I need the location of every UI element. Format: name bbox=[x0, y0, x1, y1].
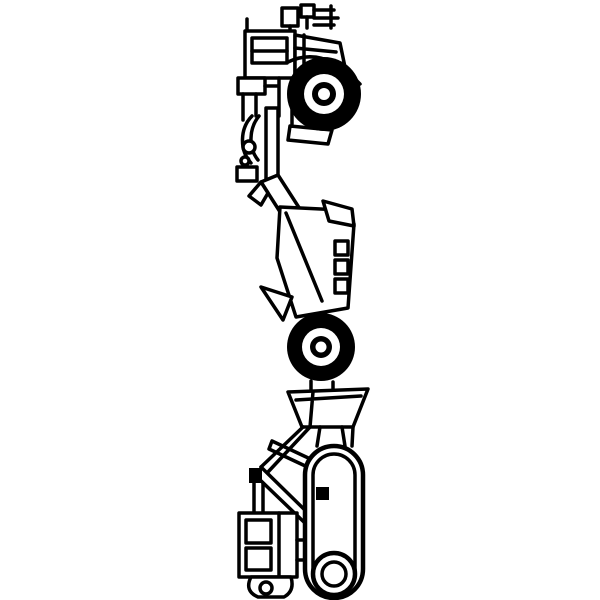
front-wheel bbox=[287, 57, 361, 131]
cutting-edge bbox=[259, 285, 294, 322]
rear-hub bbox=[310, 550, 358, 598]
rear-wheel-capsule bbox=[295, 425, 366, 600]
scraper-bowl bbox=[259, 199, 356, 322]
rear-engine bbox=[237, 511, 299, 599]
mid-wheel bbox=[287, 313, 355, 381]
apron-plate bbox=[286, 379, 370, 429]
rear-frame bbox=[249, 425, 321, 526]
exhaust-stack-icon bbox=[280, 3, 340, 33]
bowl-windows bbox=[333, 239, 350, 295]
